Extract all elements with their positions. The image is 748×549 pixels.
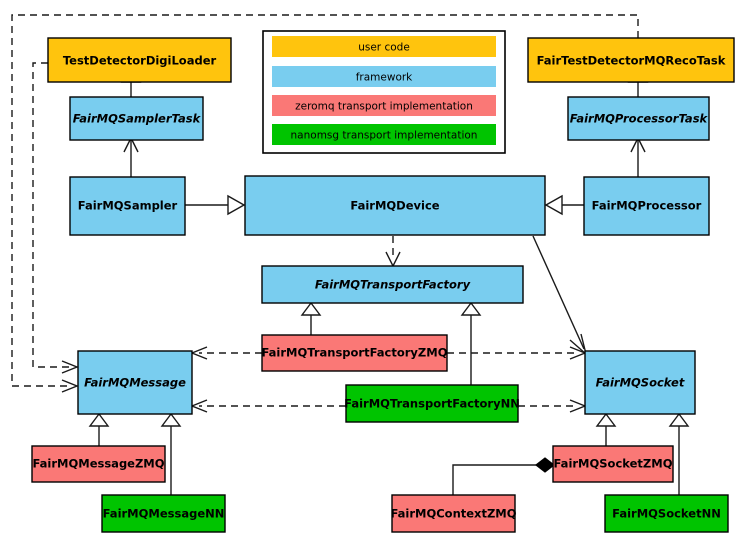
edge-contextzmq-to-socketzmq [452, 464, 536, 495]
legend-label-user-code: user code [358, 42, 410, 54]
node-label-fairtestdetectormqrecotask: FairTestDetectorMQRecoTask [537, 54, 726, 68]
arrowhead-transportfactoryzmq-to-transportfactory [300, 301, 322, 316]
node-label-testdetectordigiloader: TestDetectorDigiLoader [63, 54, 217, 68]
node-label-fairmqmessagezmq: FairMQMessageZMQ [32, 457, 164, 471]
node-fairmqprocessortask[interactable]: FairMQProcessorTask [567, 96, 710, 141]
node-fairmqmessagezmq[interactable]: FairMQMessageZMQ [31, 445, 166, 483]
legend: user code framework zeromq transport imp… [262, 30, 506, 154]
arrowhead-sampler-to-device [227, 194, 246, 216]
node-label-fairmqsocketzmq: FairMQSocketZMQ [554, 457, 673, 471]
arrowhead-messagezmq-to-message [88, 412, 110, 427]
legend-item-framework: framework [272, 66, 496, 87]
node-fairmqmessage[interactable]: FairMQMessage [77, 350, 193, 415]
node-label-fairmqsocketnn: FairMQSocketNN [612, 507, 721, 521]
legend-item-user-code: user code [272, 36, 496, 57]
node-fairtestdetectormqrecotask[interactable]: FairTestDetectorMQRecoTask [527, 37, 735, 83]
arrowhead-socketnn-to-socket [668, 412, 690, 427]
node-fairmqtransportfactory[interactable]: FairMQTransportFactory [261, 265, 524, 304]
legend-label-nanomsg: nanomsg transport implementation [291, 130, 478, 142]
node-label-fairmqprocessortask: FairMQProcessorTask [570, 112, 709, 126]
node-label-fairmqtransportfactoryzmq: FairMQTransportFactoryZMQ [261, 346, 447, 360]
node-fairmqtransportfactoryzmq[interactable]: FairMQTransportFactoryZMQ [261, 334, 448, 372]
node-layer: TestDetectorDigiLoader FairTestDetectorM… [31, 37, 735, 533]
node-fairmqsamplertask[interactable]: FairMQSamplerTask [69, 96, 204, 141]
node-label-fairmqdevice: FairMQDevice [350, 199, 439, 213]
node-label-fairmqsocket: FairMQSocket [596, 376, 685, 390]
node-label-fairmqtransportfactory: FairMQTransportFactory [315, 278, 471, 292]
legend-swatch-nanomsg [272, 124, 496, 145]
node-fairmqcontextzmq[interactable]: FairMQContextZMQ [390, 494, 517, 533]
diamond-contextzmq-to-socketzmq [535, 457, 555, 473]
arrowhead-socketzmq-to-socket [595, 412, 617, 427]
node-fairmqprocessor[interactable]: FairMQProcessor [583, 176, 710, 236]
edge-recotask-to-message [11, 14, 639, 387]
node-fairmqsampler[interactable]: FairMQSampler [69, 176, 186, 236]
arrowhead-messagenn-to-message [160, 412, 182, 427]
node-testdetectordigiloader[interactable]: TestDetectorDigiLoader [47, 37, 232, 83]
node-fairmqtransportfactorynn[interactable]: FairMQTransportFactoryNN [344, 384, 520, 423]
node-fairmqsocket[interactable]: FairMQSocket [584, 350, 696, 415]
legend-label-zeromq: zeromq transport implementation [295, 101, 473, 113]
node-label-fairmqmessagenn: FairMQMessageNN [103, 507, 225, 521]
arrowhead-recotask-to-message [61, 379, 79, 393]
node-fairmqmessagenn[interactable]: FairMQMessageNN [101, 494, 226, 533]
node-fairmqsocketzmq[interactable]: FairMQSocketZMQ [552, 445, 674, 483]
node-label-fairmqtransportfactorynn: FairMQTransportFactoryNN [344, 397, 520, 411]
edge-digiloader-to-message [32, 62, 70, 368]
node-fairmqdevice[interactable]: FairMQDevice [244, 175, 546, 236]
arrowhead-digiloader-to-message [61, 360, 79, 374]
legend-item-zeromq: zeromq transport implementation [272, 95, 496, 116]
legend-swatch-zeromq [272, 95, 496, 116]
node-label-fairmqprocessor: FairMQProcessor [592, 199, 702, 213]
node-label-fairmqsampler: FairMQSampler [78, 199, 178, 213]
node-label-fairmqsamplertask: FairMQSamplerTask [73, 112, 202, 126]
node-label-fairmqmessage: FairMQMessage [84, 376, 186, 390]
node-fairmqsocketnn[interactable]: FairMQSocketNN [604, 494, 729, 533]
node-label-fairmqcontextzmq: FairMQContextZMQ [390, 507, 516, 521]
arrowhead-transportfactorynn-to-transportfactory [460, 301, 482, 316]
arrowhead-processor-to-device [544, 194, 563, 216]
legend-swatch-framework [272, 66, 496, 87]
legend-label-framework: framework [356, 72, 413, 84]
legend-swatch-user-code [272, 36, 496, 57]
edge-device-to-socket [532, 235, 585, 350]
legend-item-nanomsg: nanomsg transport implementation [272, 124, 496, 145]
